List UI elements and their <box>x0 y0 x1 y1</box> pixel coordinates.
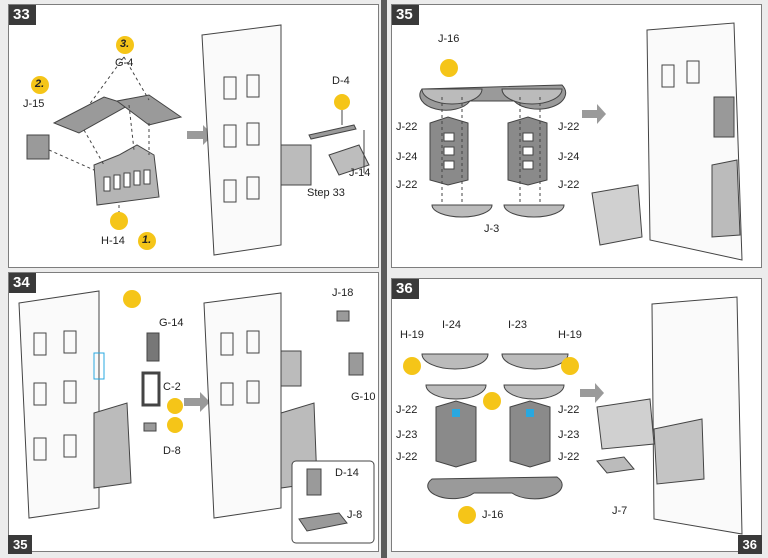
step-33-diagram <box>26 24 370 256</box>
label-d14: D-14 <box>335 467 359 479</box>
next-arrow <box>580 383 604 403</box>
part-j15 <box>26 134 50 160</box>
marker-d4 <box>334 94 350 110</box>
marker-1 <box>138 232 156 250</box>
label-j22-bl: J-22 <box>396 179 418 191</box>
label-j22-tl: J-22 <box>396 404 418 416</box>
part-j16 <box>427 476 563 500</box>
facade-sheet-right <box>203 292 282 519</box>
step-36-panel: 36 I-24 I-23 H-19 H-19 J-22 J-23 J-2 <box>391 278 762 552</box>
marker-2 <box>31 76 49 94</box>
label-i23: I-23 <box>508 319 527 331</box>
label-i24: I-24 <box>442 319 461 331</box>
next-arrow <box>582 104 606 124</box>
page-number-right: 36 <box>737 535 762 554</box>
label-j22-tl: J-22 <box>396 121 418 133</box>
label-j22-bl: J-22 <box>396 451 418 463</box>
glue-icon-d8 <box>167 417 183 433</box>
paint-icon <box>123 290 141 308</box>
marker-h19-left <box>403 357 421 375</box>
part-j3 <box>431 204 565 218</box>
assembled-towers <box>591 184 643 246</box>
label-order-1: 1. <box>142 234 152 246</box>
part-tower-left <box>435 400 477 468</box>
glue-icon <box>110 212 128 230</box>
part-j18 <box>336 310 350 322</box>
step-35-panel: 35 J-16 <box>391 4 762 268</box>
next-arrow <box>187 125 213 145</box>
label-j23-r: J-23 <box>558 429 580 441</box>
assembled-towers-a <box>596 398 655 450</box>
label-j24-r: J-24 <box>558 151 580 163</box>
part-d8 <box>143 422 157 432</box>
warning-icon <box>483 392 501 410</box>
label-j22-tr: J-22 <box>558 404 580 416</box>
label-j8: J-8 <box>347 509 363 521</box>
label-d4: D-4 <box>332 75 350 87</box>
highlight-right <box>526 409 534 417</box>
facade-sheet <box>201 24 282 256</box>
inset-box <box>291 460 375 544</box>
right-page: 35 J-16 <box>387 0 768 558</box>
glue-icon-c2 <box>167 398 183 414</box>
label-g10: G-10 <box>351 391 376 403</box>
highlight-left <box>452 409 460 417</box>
marker-j16 <box>440 59 458 77</box>
label-h19-left: H-19 <box>400 329 424 341</box>
part-tower-right <box>509 400 551 468</box>
part-c2 <box>141 371 161 407</box>
label-j3: J-3 <box>484 223 500 235</box>
label-j22-br: J-22 <box>558 451 580 463</box>
next-arrow <box>184 392 210 412</box>
step-number: 35 <box>392 5 419 25</box>
label-j23-l: J-23 <box>396 429 418 441</box>
assembled-towers-b <box>653 418 705 485</box>
label-j16: J-16 <box>438 33 460 45</box>
part-g4-right <box>115 94 183 126</box>
part-d4 <box>308 124 357 140</box>
label-h19-right: H-19 <box>558 329 582 341</box>
marker-h19-right <box>561 357 579 375</box>
facade-sheet <box>651 296 743 535</box>
label-j15: J-15 <box>23 98 45 110</box>
label-j22-tr: J-22 <box>558 121 580 133</box>
label-order-2: 2. <box>35 78 45 90</box>
page-number-left: 35 <box>8 535 33 554</box>
marker-3 <box>116 36 134 54</box>
label-step-ref: Step 33 <box>307 187 345 199</box>
part-j14 <box>328 144 370 176</box>
step-36-diagram <box>403 296 743 535</box>
label-g14: G-14 <box>159 317 184 329</box>
part-d14 <box>306 468 322 496</box>
step-number: 36 <box>392 279 419 299</box>
part-i23 <box>501 353 569 370</box>
facade-sheet-left <box>18 290 100 519</box>
label-j18: J-18 <box>332 287 354 299</box>
step-35-diagram <box>419 22 743 261</box>
left-page: 33 <box>0 0 381 558</box>
part-g14 <box>146 332 160 362</box>
part-j8 <box>298 512 348 532</box>
step-34-panel: 34 <box>8 272 379 552</box>
step-number: 33 <box>9 5 36 25</box>
label-h14: H-14 <box>101 235 125 247</box>
label-c2: C-2 <box>163 381 181 393</box>
label-j22-br: J-22 <box>558 179 580 191</box>
step-33-panel: 33 <box>8 4 379 268</box>
part-j7 <box>596 456 635 474</box>
label-order-3: 3. <box>120 38 130 50</box>
label-j7: J-7 <box>612 505 628 517</box>
glue-icon <box>458 506 476 524</box>
label-d8: D-8 <box>163 445 181 457</box>
label-g4: G-4 <box>115 57 134 69</box>
label-j16: J-16 <box>482 509 504 521</box>
label-j24-l: J-24 <box>396 151 418 163</box>
part-g10 <box>348 352 364 376</box>
step-34-diagram <box>18 290 375 544</box>
step-number: 34 <box>9 273 36 293</box>
part-i24 <box>421 353 489 370</box>
label-j14: J-14 <box>349 167 371 179</box>
